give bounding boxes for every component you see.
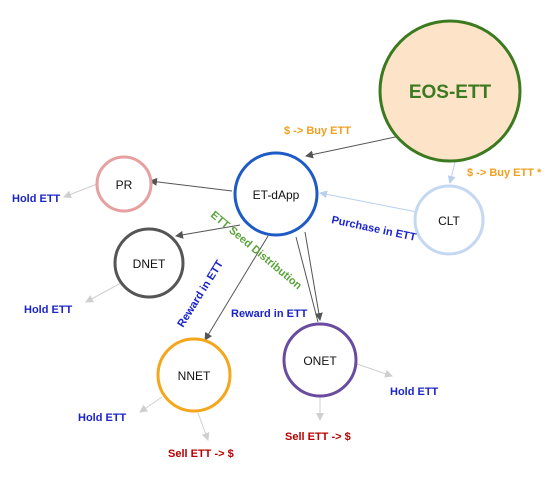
node-et-dapp: ET-dApp [233,151,319,237]
node-nnet-label: NNET [178,369,211,383]
node-clt-label: CLT [438,214,460,228]
label-hold-ett-pr: Hold ETT [12,193,61,205]
node-eos-ett: EOS-ETT [378,19,522,163]
edge-clt-to-etdapp [319,190,418,213]
edge-dnet-hold [85,282,122,303]
label-sell-ett-nnet: Sell ETT -> $ [168,448,234,460]
edge-nnet-sell [197,412,210,441]
label-hold-ett-nnet: Hold ETT [78,412,127,424]
node-dnet: DNET [113,227,185,299]
edge-eos-to-etdapp [305,135,401,159]
edge-etdapp-to-onet [304,231,323,321]
edge-etdapp-to-dnet [175,224,241,239]
edge-onet-hold [356,363,393,378]
edge-etdapp-to-pr [149,177,233,192]
label-buy-ett-star: $ -> Buy ETT * [467,167,542,179]
label-buy-ett: $ -> Buy ETT [284,125,351,137]
node-onet: ONET [282,322,358,398]
label-sell-ett-onet: Sell ETT -> $ [285,431,351,443]
edge-eos-to-clt [447,161,456,184]
node-pr: PR [95,155,153,213]
edge-nnet-hold [139,396,163,413]
node-dnet-label: DNET [133,257,166,271]
label-hold-ett-onet: Hold ETT [390,386,439,398]
node-pr-label: PR [116,178,133,192]
node-onet-label: ONET [303,354,337,368]
node-et-dapp-label: ET-dApp [253,188,300,202]
edge-etdapp-to-nnet [204,235,269,341]
node-nnet: NNET [156,337,232,413]
label-purchase-in-ett: Purchase in ETT [330,214,417,244]
label-hold-ett-dnet: Hold ETT [24,304,73,316]
node-clt: CLT [413,184,485,256]
edge-pr-hold [63,183,98,199]
node-eos-ett-label: EOS-ETT [409,82,492,103]
edge-etdapp-to-onet-2 [295,236,319,323]
label-reward-in-ett-right: Reward in ETT [231,308,308,320]
